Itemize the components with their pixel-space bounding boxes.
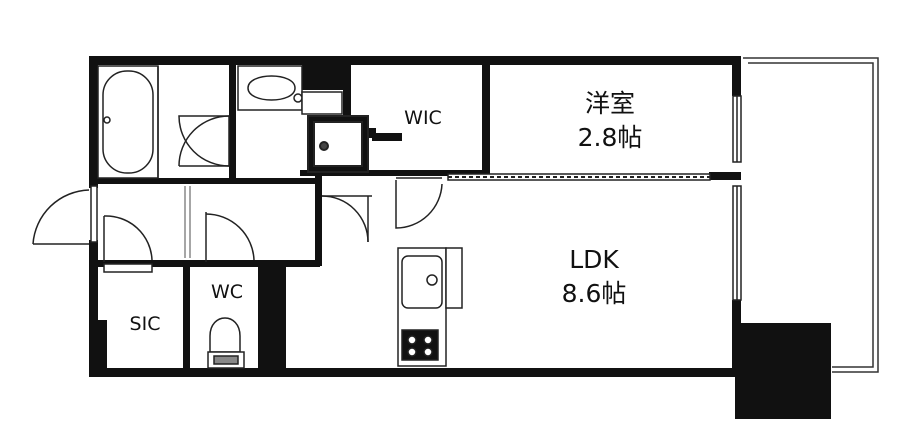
structural-column xyxy=(735,323,831,419)
wash-basin xyxy=(237,65,343,115)
entrance-door xyxy=(32,185,98,245)
outer-walls xyxy=(89,56,741,377)
western-room-size: 2.8帖 xyxy=(578,123,643,152)
sliding-partition xyxy=(447,173,711,181)
western-room-name: 洋室 xyxy=(585,89,635,118)
window-ldk xyxy=(732,185,742,301)
stove xyxy=(401,329,439,361)
balcony xyxy=(743,57,879,373)
wc-door xyxy=(205,212,255,262)
wic-room-name: WIC xyxy=(404,107,442,129)
ldk-room-name: LDK xyxy=(569,245,619,274)
sic-door xyxy=(103,215,153,273)
wc-room-name: WC xyxy=(211,281,243,303)
window-western xyxy=(732,95,742,163)
ldk-room-size: 8.6帖 xyxy=(562,279,627,308)
corridor-lines xyxy=(184,186,191,258)
bath-door xyxy=(178,115,230,167)
wic-door xyxy=(395,177,443,229)
hall-door xyxy=(321,195,372,243)
laundry-pan xyxy=(307,115,402,173)
toilet xyxy=(207,317,245,369)
bathtub xyxy=(97,65,159,179)
sic-room-name: SIC xyxy=(130,313,161,335)
